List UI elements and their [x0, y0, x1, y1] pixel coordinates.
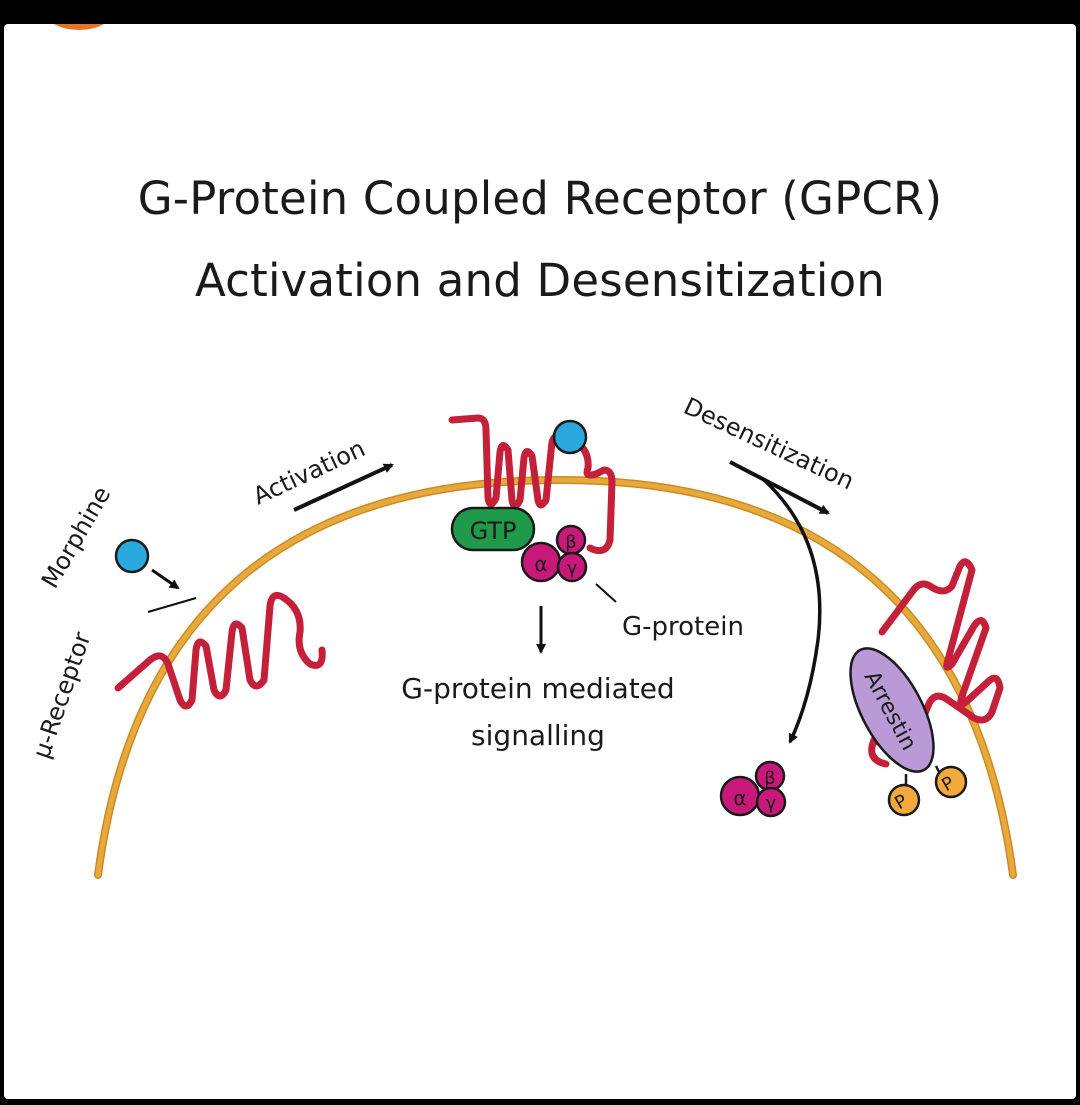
- arrestin: Arrestin: [849, 647, 935, 773]
- diagram-title: G-Protein Coupled Receptor (GPCR) Activa…: [0, 158, 1080, 322]
- g-protein-pointer-line: [595, 583, 617, 603]
- dissociation-arrow: [760, 476, 822, 744]
- signalling-label-line-1: G-protein mediated: [401, 672, 674, 705]
- title-line-2: Activation and Desensitization: [194, 254, 886, 307]
- mu-receptor: [114, 591, 326, 710]
- released-gamma-label: γ: [766, 793, 777, 814]
- app-icon-partial: [44, 24, 114, 30]
- g-protein-complex: α β γ: [520, 524, 588, 583]
- morphine-label: Morphine: [36, 482, 116, 593]
- gamma-subunit-label: γ: [567, 558, 578, 579]
- binding-arrow: [151, 568, 180, 590]
- signalling-label-line-2: signalling: [471, 719, 605, 752]
- gtp-label: GTP: [470, 517, 517, 545]
- activated-receptor: [448, 414, 616, 555]
- activation-arrow: [293, 463, 394, 512]
- released-alpha-label: α: [733, 786, 746, 810]
- g-protein-label: G-protein: [622, 612, 744, 642]
- released-g-protein: α β γ: [719, 760, 787, 818]
- mu-receptor-label: μ-Receptor: [27, 628, 96, 762]
- activation-label: Activation: [249, 434, 370, 510]
- receptor-pointer-line: [147, 597, 197, 613]
- gtp-pill: GTP: [450, 506, 536, 552]
- desensitization-arrow: [729, 460, 830, 515]
- bound-morphine: [552, 419, 588, 455]
- released-beta-label: β: [764, 768, 776, 789]
- alpha-subunit-label: α: [534, 552, 547, 576]
- title-line-1: G-Protein Coupled Receptor (GPCR): [137, 172, 943, 225]
- desensitization-label: Desensitization: [679, 392, 858, 495]
- beta-subunit-label: β: [565, 532, 577, 553]
- morphine-ligand: [114, 538, 150, 574]
- phosphate-groups: P P: [887, 765, 968, 817]
